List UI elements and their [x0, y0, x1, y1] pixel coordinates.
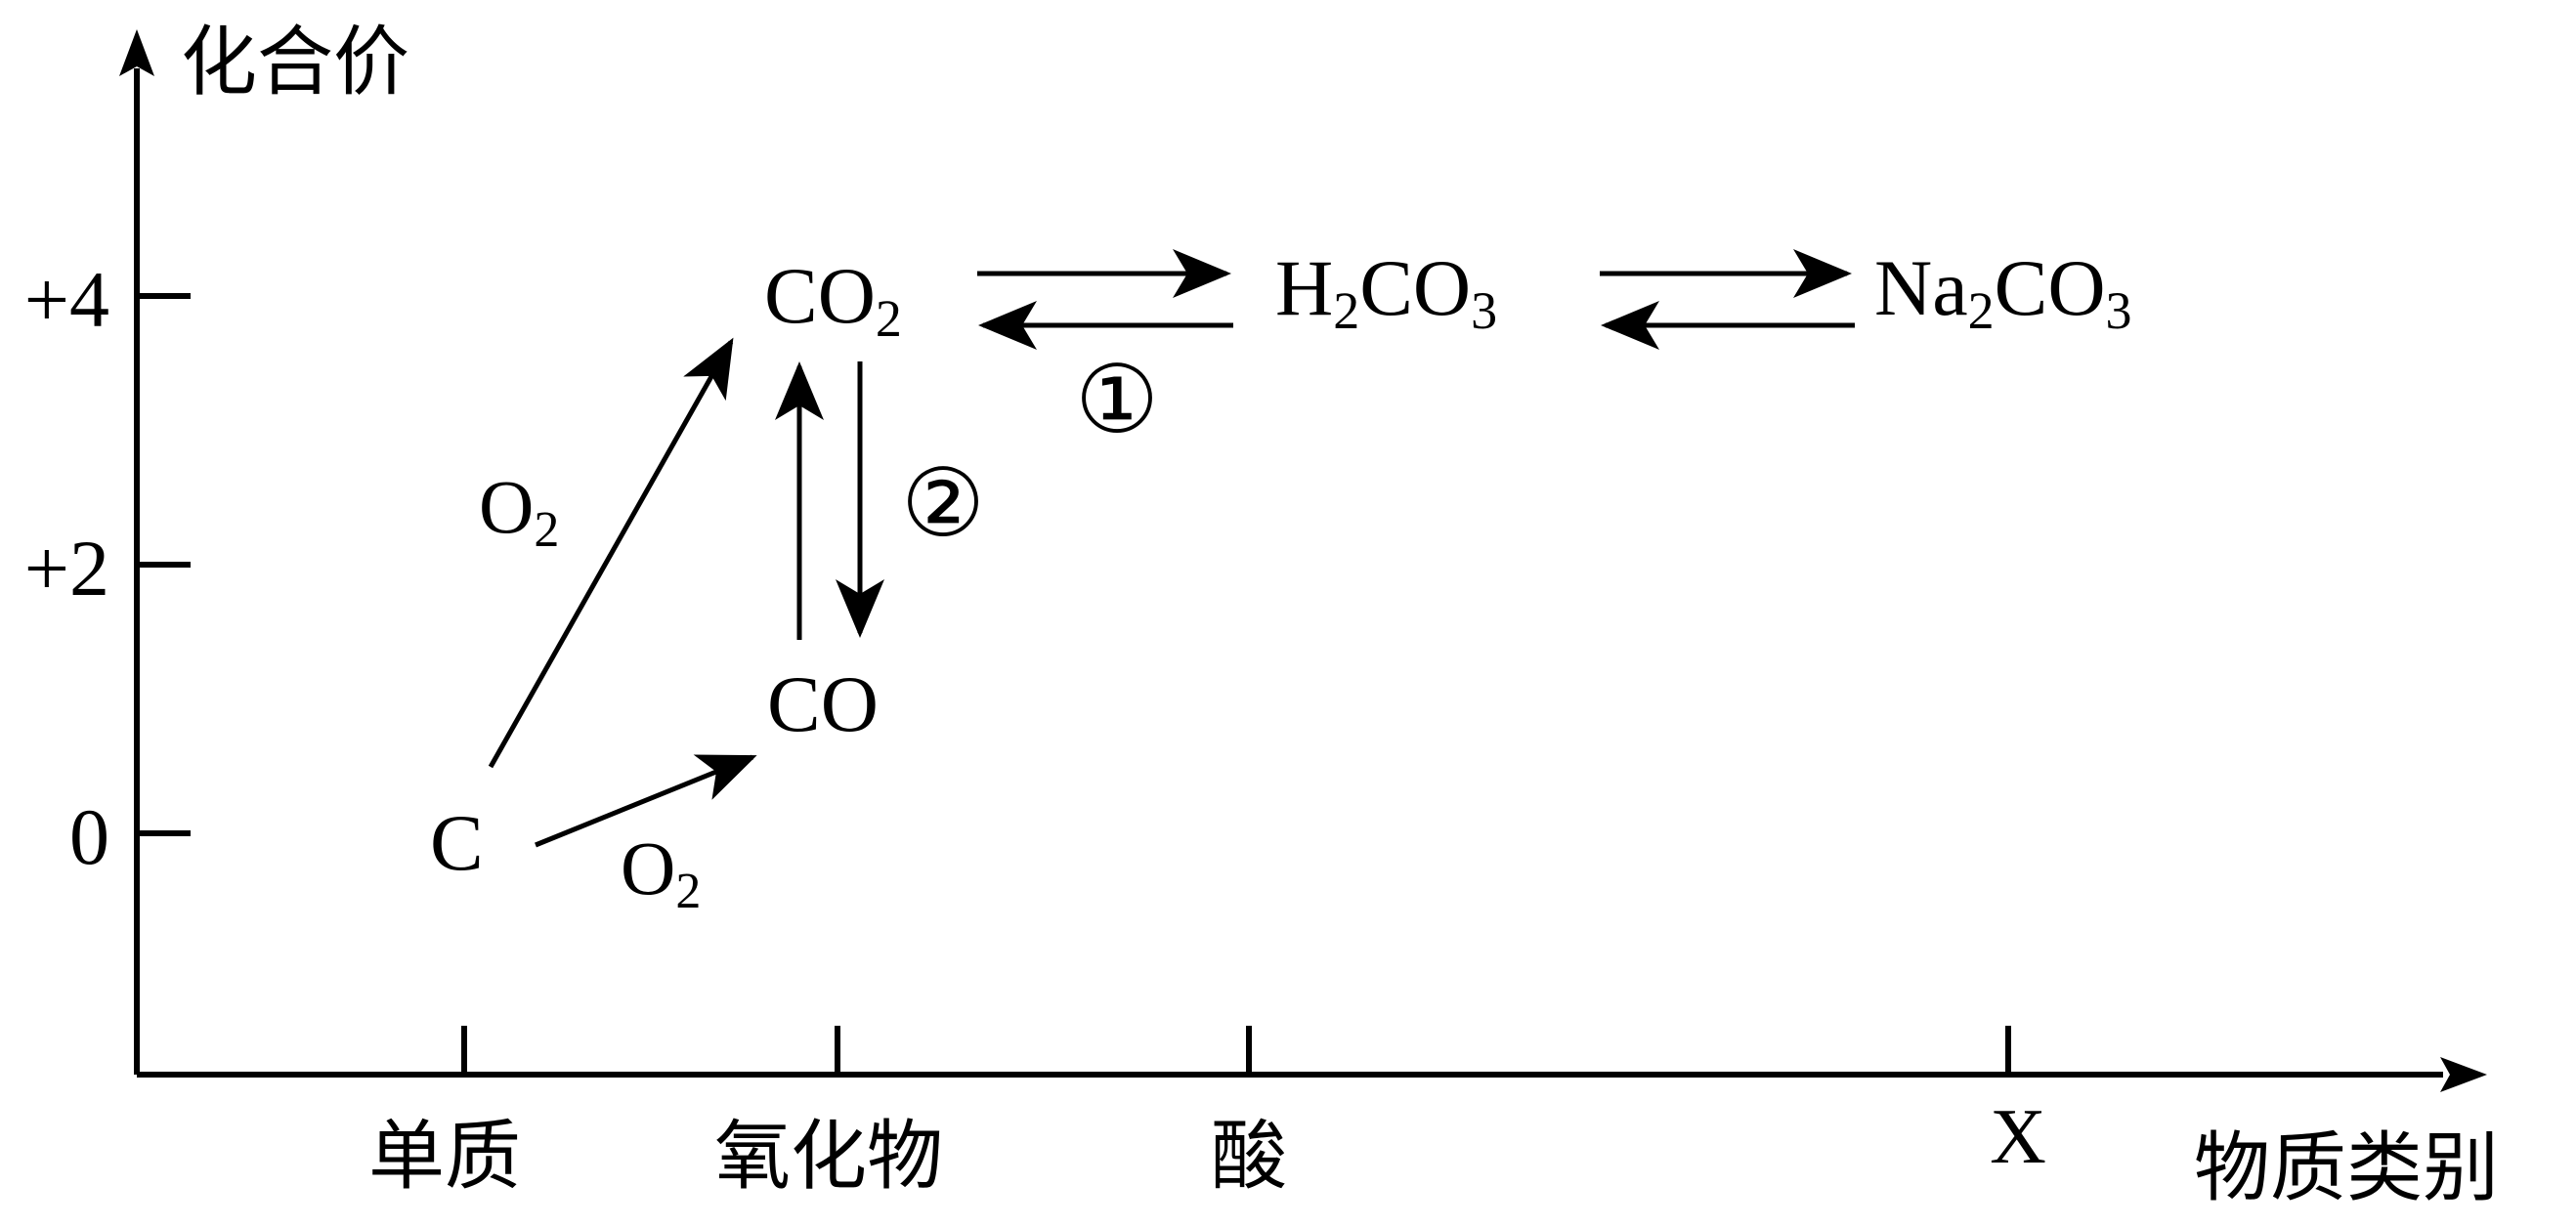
x-axis-arrowhead	[2440, 1057, 2487, 1092]
x-tick-label-acid: 酸	[1211, 1114, 1287, 1199]
y-tick-label-zero: 0	[69, 792, 109, 881]
substance-na2co3: Na2CO3	[1874, 243, 2132, 340]
y-tick-label-plus4: +4	[24, 255, 109, 344]
reagent-o2-c-to-co2: O2	[479, 464, 559, 558]
arrow-c-to-co2	[488, 337, 734, 769]
reaction-mark-2: ②	[901, 451, 985, 556]
substance-c: C	[430, 798, 484, 887]
x-tick-label-element: 单质	[368, 1114, 521, 1199]
y-tick-label-plus2: +2	[24, 524, 109, 613]
reagent-o2-c-to-co: O2	[621, 825, 701, 919]
x-axis-label: 物质类别	[2194, 1125, 2499, 1210]
y-axis-label: 化合价	[181, 20, 409, 105]
reaction-mark-1: ①	[1075, 348, 1159, 452]
substance-co: CO	[767, 659, 879, 748]
substance-h2co3: H2CO3	[1275, 243, 1497, 340]
x-tick-label-x: X	[1990, 1094, 2046, 1180]
y-axis-arrowhead	[119, 29, 154, 76]
x-tick-label-oxide: 氧化物	[714, 1114, 943, 1199]
arrow-c-to-co	[535, 754, 757, 848]
substance-co2: CO2	[764, 251, 902, 348]
